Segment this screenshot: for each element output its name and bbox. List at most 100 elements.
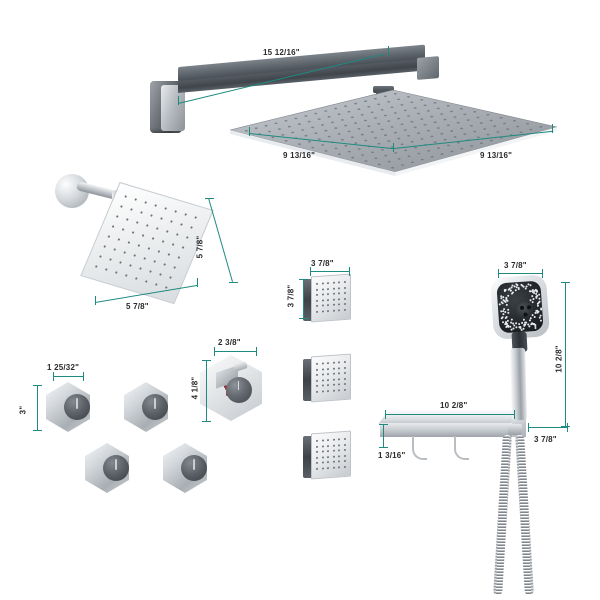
handheld-nozzle-dot [507,312,509,314]
hex-knob-2 [124,382,172,434]
dim-tick-jet-height-top [299,279,308,280]
handheld-inner-jet [527,305,531,309]
handheld-nozzle-dot [499,304,501,306]
nozzle-dot [144,201,147,204]
handheld-nozzle-dot [540,315,542,317]
hose-connector-nut [508,424,522,435]
nozzle-dot [344,378,346,380]
dim-line-jet-width [310,271,350,272]
nozzle-dot [327,373,329,375]
nozzle-dot [316,385,318,387]
nozzle-dot [122,228,125,231]
nozzle-dot [333,362,335,364]
body-jet-3 [303,432,349,482]
nozzle-dot [113,248,116,251]
nozzle-dot [327,282,329,284]
nozzle-dot [322,368,324,370]
nozzle-dot [316,457,318,459]
nozzle-dot [322,456,324,458]
nozzle-dot [338,378,340,380]
handheld-nozzle-dot [517,288,519,290]
shelf-top-surface [379,410,520,424]
nozzle-dot [333,467,335,469]
handheld-nozzle-dot [535,293,537,295]
nozzle-dot [327,445,329,447]
wall-head-nozzle-grid [81,182,212,302]
dim-tick-knob-height-top [33,385,42,386]
nozzle-dot [338,438,340,440]
nozzle-dot [190,226,193,229]
nozzle-dot [135,277,138,280]
nozzle-dot [164,207,167,210]
hex-knob-4 [163,443,211,495]
nozzle-dot [322,439,324,441]
nozzle-dot [316,462,318,464]
nozzle-dot [170,220,173,223]
dim-label-valve-height: 4 1/8" [191,377,199,400]
handheld-nozzle-dot [524,324,526,326]
dim-label-valve-width: 2 3/8" [218,339,241,347]
nozzle-dot [145,280,148,283]
nozzle-dot [107,235,110,238]
handheld-nozzle-dot [511,328,513,330]
nozzle-dot [157,250,160,253]
dim-tick-valve-width-start [214,347,215,356]
nozzle-dot [344,286,346,288]
handheld-nozzle-dot [511,286,513,288]
handheld-nozzle-dot [532,301,534,303]
nozzle-dot [322,362,324,364]
nozzle-dot [316,294,318,296]
nozzle-dot [338,304,340,306]
handheld-nozzle-dot [538,297,540,299]
nozzle-dot [333,367,335,369]
nozzle-dot [333,298,335,300]
nozzle-dot [133,254,136,257]
handheld-nozzle-dot [505,298,507,300]
nozzle-dot [316,368,318,370]
handheld-nozzle-dot [521,322,523,324]
nozzle-dot [327,368,329,370]
nozzle-dot [95,265,98,268]
nozzle-dot [333,450,335,452]
handheld-nozzle-dot [506,320,508,322]
nozzle-dot [333,378,335,380]
handheld-nozzle-dot [531,295,533,297]
handheld-nozzle-dot [538,317,540,319]
nozzle-dot [322,294,324,296]
nozzle-dot [333,282,335,284]
handheld-nozzle-dot [512,327,514,329]
nozzle-dot [338,389,340,391]
nozzle-dot [327,304,329,306]
dim-tick-knob-height-bottom [33,430,42,431]
nozzle-dot [316,288,318,290]
valve-knob [226,377,252,403]
nozzle-dot [177,256,180,259]
wall-head-plate [100,196,204,300]
handheld-nozzle-dot [511,318,513,320]
dim-label-handheld-width: 3 7/8" [504,262,527,270]
handheld-nozzle-dot [538,294,540,296]
dim-line-handheld-height [565,282,566,427]
handheld-nozzle-dot [539,301,541,303]
handheld-nozzle-dot [513,324,515,326]
nozzle-dot [162,240,165,243]
dim-tick-valve-width-end [256,347,257,356]
nozzle-dot [152,237,155,240]
handheld-nozzle-dot [515,289,517,291]
nozzle-dot [153,260,156,263]
dim-tick-handheld-width-end [542,269,543,278]
nozzle-dot [316,440,318,442]
dim-tick-shelf-depth-end [567,423,568,432]
dim-label-jet-height: 3 7/8" [287,285,295,308]
nozzle-dot [333,373,335,375]
dim-tick-wallhead-top [205,198,214,199]
handheld-nozzle-dot [540,308,542,310]
handheld-nozzle-dot [533,298,535,300]
nozzle-dot [327,299,329,301]
body-jet-nozzle-grid [315,280,345,314]
nozzle-dot [322,390,324,392]
nozzle-dot [338,309,340,311]
handheld-nozzle-dot [530,317,532,319]
nozzle-dot [105,268,108,271]
dim-tick-jet-height-bottom [299,318,308,319]
